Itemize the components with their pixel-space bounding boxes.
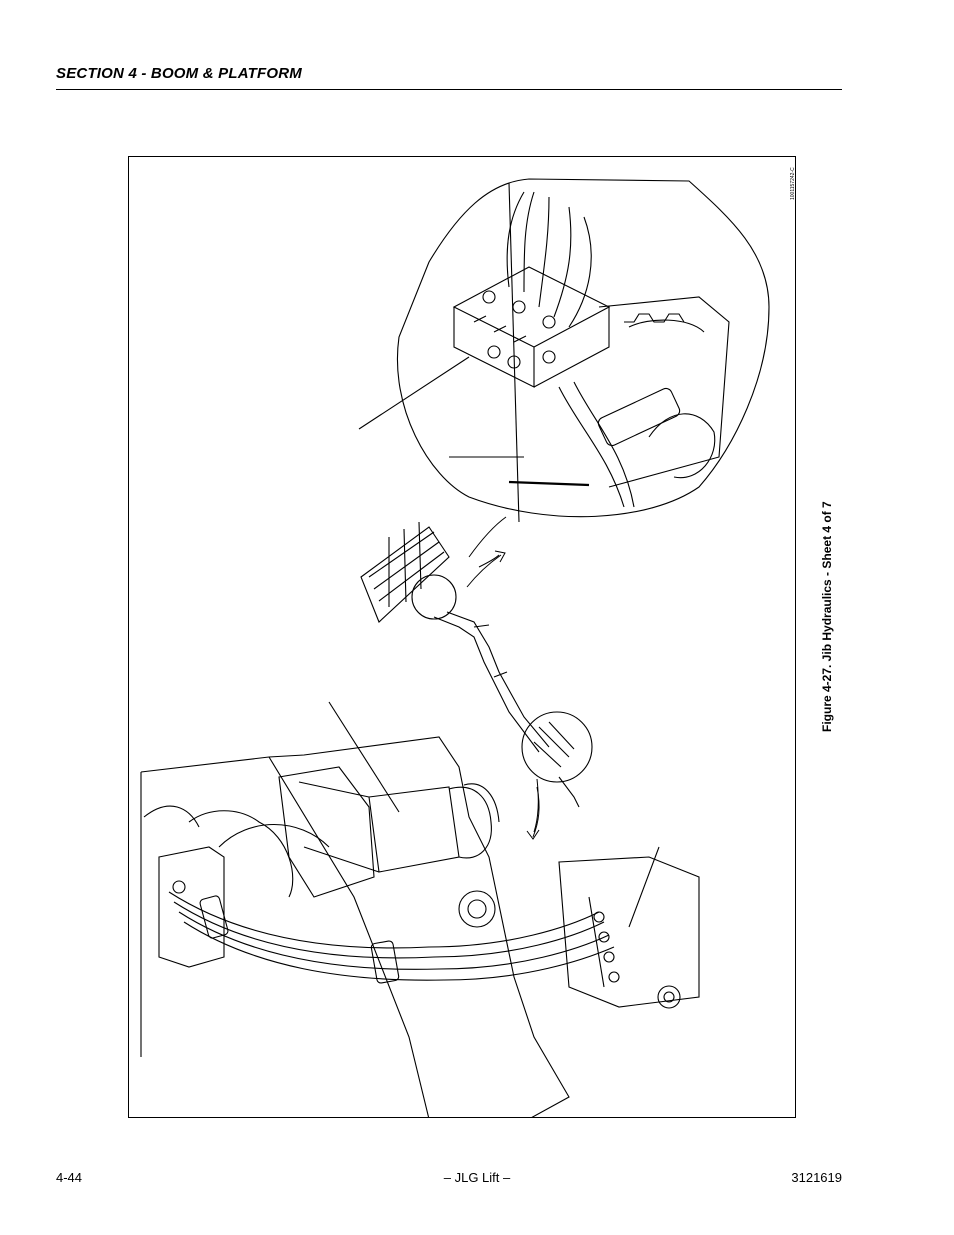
lower-detail-view [140, 701, 700, 1117]
upper-detail-view [358, 178, 770, 523]
boom-overview [360, 516, 593, 833]
section-title: SECTION 4 - BOOM & PLATFORM [56, 65, 302, 82]
figure-caption: Figure 4-27. Jib Hydraulics - Sheet 4 of… [820, 501, 834, 732]
header-rule [56, 89, 842, 90]
footer-brand: – JLG Lift – [443, 1170, 511, 1185]
document-number: 3121619 [791, 1170, 842, 1185]
drawing-id: 1001157242-C [790, 167, 796, 200]
jib-hydraulics-drawing [140, 178, 770, 1117]
page-number: 4-44 [56, 1170, 83, 1185]
figure-frame [128, 156, 796, 1118]
